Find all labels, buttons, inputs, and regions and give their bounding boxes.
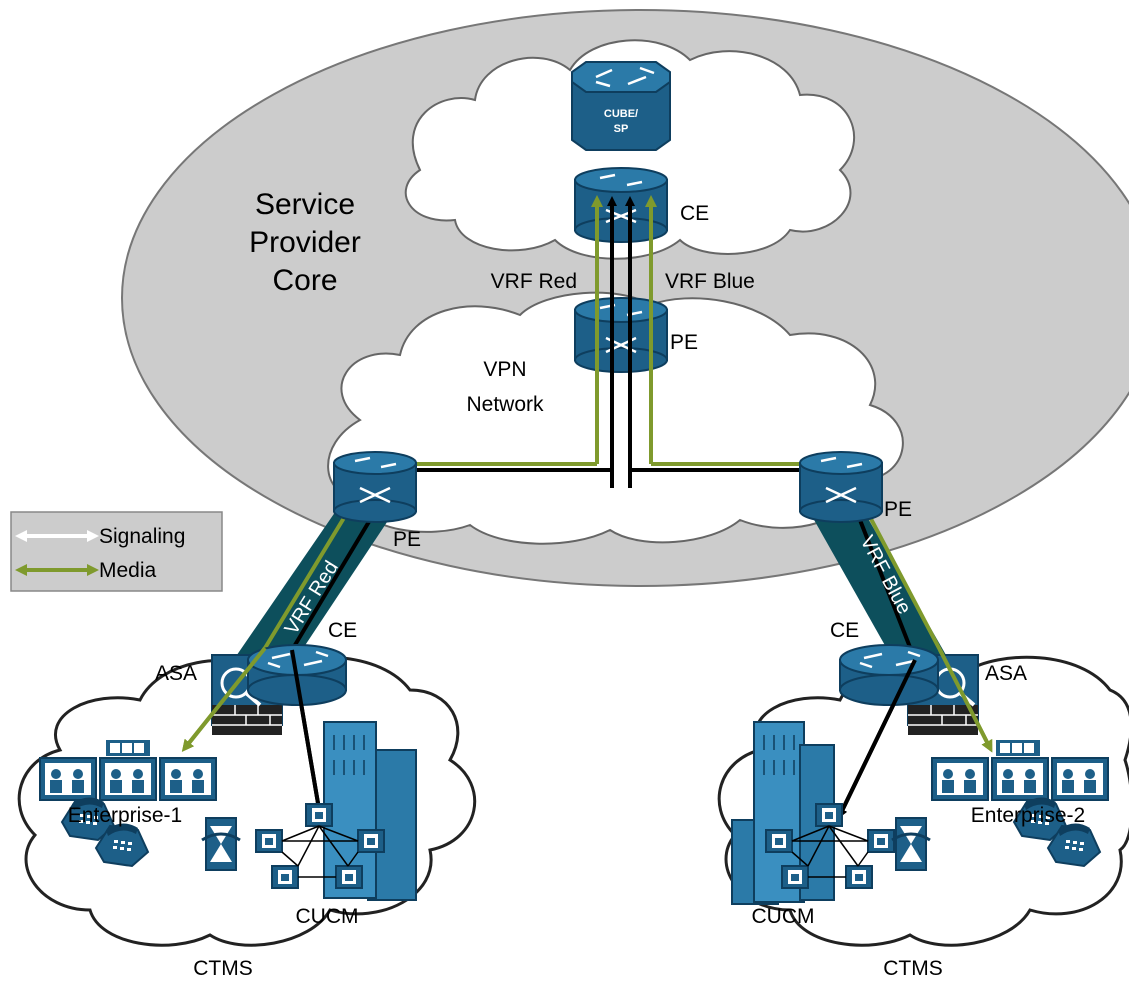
ctms-device-left [201,817,241,871]
vrf-blue-top-label: VRF Blue [665,270,755,293]
core-label-line3: Core [272,264,337,297]
legend-signaling-label: Signaling [99,525,185,548]
ce-top-label: CE [680,202,709,225]
core-label-line2: Provider [249,226,361,259]
pe-router-left [333,451,417,523]
ce-router-right [839,644,939,706]
legend-media-label: Media [99,559,157,582]
asa-left-label: ASA [155,662,197,685]
telepresence-right [931,740,1109,801]
vrf-red-top-label: VRF Red [491,270,577,293]
asa-right-label: ASA [985,662,1027,685]
cube-label-2: SP [614,123,629,135]
vpn-network-cloud [327,291,904,545]
core-label-line1: Service [255,188,355,221]
cucm-right-label: CUCM [752,905,815,928]
ce-right-label: CE [830,619,859,642]
telepresence-left [39,740,217,801]
cube-sp-device: CUBE/ SP [571,61,671,151]
vertical-paths-overlay [591,195,657,380]
pe-center-label: PE [670,331,698,354]
ctms-device-right [891,817,931,871]
cube-label-1: CUBE/ [604,108,638,120]
vpn-label-line2: Network [466,393,544,416]
ctms-right-label: CTMS [883,957,943,980]
ce-router-top [574,167,668,243]
cucm-building-left [255,721,417,901]
pe-left-label: PE [393,528,421,551]
vrf-blue-link-band [800,495,950,672]
cucm-building-right [731,721,895,905]
vpn-label-line1: VPN [483,358,526,381]
enterprise-2-label: Enterprise-2 [971,804,1085,827]
lower-paths-overlay [181,646,993,819]
ctms-left-label: CTMS [193,957,253,980]
cucm-left-label: CUCM [296,905,359,928]
pe-router-center [574,297,668,373]
enterprise-1-label: Enterprise-1 [68,804,182,827]
ce-left-label: CE [328,619,357,642]
pe-right-label: PE [884,498,912,521]
legend: Signaling Media [10,511,223,592]
pe-router-right [799,451,883,523]
